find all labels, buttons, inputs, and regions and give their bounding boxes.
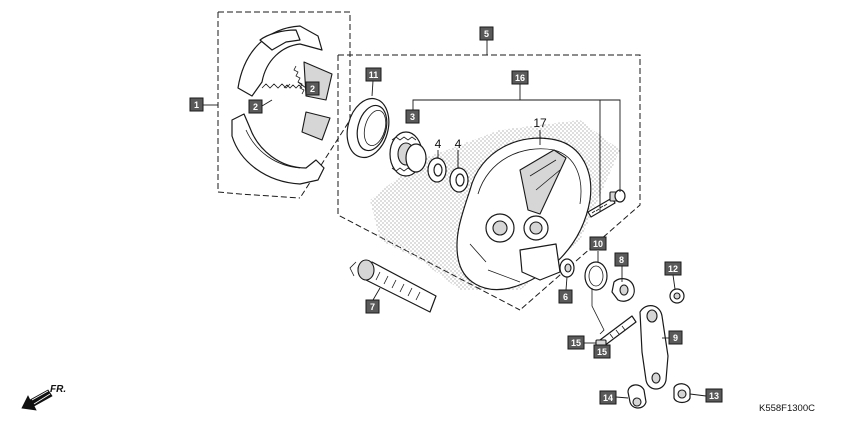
- brake-panel: [456, 137, 592, 290]
- return-spring: [584, 261, 608, 335]
- wear-indicator: [611, 278, 635, 302]
- front-direction-label: FR.: [50, 384, 66, 395]
- svg-text:2: 2: [310, 84, 315, 94]
- dust-seal: [346, 97, 390, 159]
- callout-16: 16: [511, 70, 529, 85]
- svg-text:6: 6: [563, 292, 568, 302]
- svg-text:13: 13: [709, 391, 719, 401]
- callout-1: 1: [189, 97, 204, 112]
- front-direction-arrow-icon: [21, 389, 53, 411]
- hex-nut: [669, 288, 685, 304]
- svg-text:11: 11: [369, 70, 379, 80]
- label-4-b: 4: [455, 137, 462, 151]
- joint-piece-13: [673, 383, 691, 404]
- label-17: 17: [533, 116, 547, 130]
- svg-text:1: 1: [194, 100, 199, 110]
- svg-text:15: 15: [597, 347, 607, 357]
- callout-9: 9: [668, 330, 683, 345]
- callout-5: 5: [479, 26, 494, 41]
- brake-panel-group-outline: [337, 54, 641, 311]
- svg-text:9: 9: [673, 333, 678, 343]
- callout-2-upper: 2: [248, 99, 263, 114]
- callout-7: 7: [365, 299, 380, 314]
- svg-text:3: 3: [410, 112, 415, 122]
- speedometer-gear: [389, 131, 427, 177]
- callout-14: 14: [599, 390, 617, 405]
- callout-15-upper: 15: [567, 335, 585, 350]
- adjusting-bolt: [587, 189, 626, 218]
- joint-piece-14: [627, 384, 647, 409]
- svg-text:2: 2: [253, 102, 258, 112]
- svg-text:7: 7: [370, 302, 375, 312]
- collar: [559, 258, 575, 278]
- callout-13: 13: [705, 388, 723, 403]
- brake-cam: [349, 259, 437, 313]
- callout-2-lower: 2: [305, 81, 320, 96]
- label-4-a: 4: [435, 137, 442, 151]
- svg-text:15: 15: [571, 338, 581, 348]
- leader-lines: [203, 40, 707, 399]
- svg-text:8: 8: [619, 255, 624, 265]
- callout-12: 12: [664, 261, 682, 276]
- washer-a: [427, 157, 447, 183]
- callout-6: 6: [558, 289, 573, 304]
- diagram-code: K558F1300C: [759, 403, 815, 414]
- brake-arm: [639, 305, 669, 390]
- svg-text:5: 5: [484, 29, 489, 39]
- svg-text:12: 12: [668, 264, 678, 274]
- brake-shoe-assembly: [231, 25, 333, 185]
- callout-11: 11: [365, 67, 382, 82]
- callout-8: 8: [614, 252, 629, 267]
- svg-text:14: 14: [603, 393, 613, 403]
- callout-3: 3: [405, 109, 420, 124]
- washer-b: [449, 167, 469, 193]
- svg-text:10: 10: [593, 239, 603, 249]
- callout-10: 10: [589, 236, 607, 251]
- callout-15-lower: 15: [593, 344, 611, 359]
- svg-text:16: 16: [515, 73, 525, 83]
